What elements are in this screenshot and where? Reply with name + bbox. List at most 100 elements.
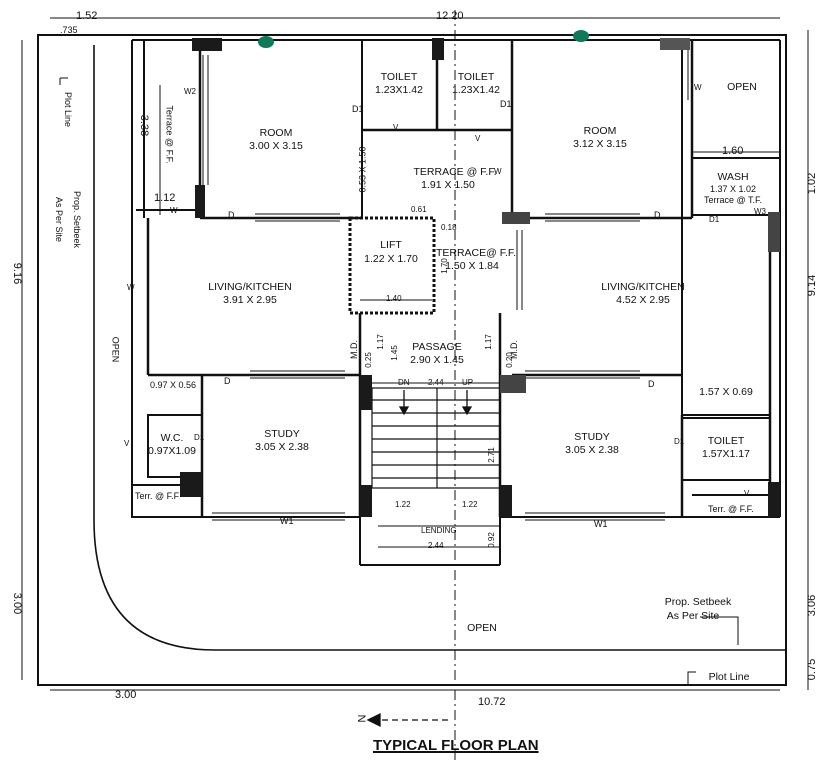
dim-right-top: 1.02 <box>806 172 819 195</box>
dim-p-025: 0.25 <box>363 352 373 368</box>
lift-shaft <box>348 216 436 315</box>
door-d1-toilet-right: D1 <box>674 437 685 446</box>
terrace-left-label: Terrace @ F.F. <box>164 105 175 164</box>
stair-up-label: UP <box>462 378 474 387</box>
window-w-terrace-mid: W <box>494 167 502 176</box>
wash-name: WASH <box>717 171 749 183</box>
open-bottom-label: OPEN <box>467 622 497 634</box>
terr-bottom-right-label: Terr. @ F.F. <box>708 504 754 514</box>
wc-name: W.C. <box>160 432 184 444</box>
dim-right-075: 0.75 <box>806 658 819 681</box>
door-d-study-left: D <box>224 376 231 386</box>
dim-top-left: 1.52 <box>76 10 98 22</box>
north-label: N <box>356 714 369 723</box>
setback-curve <box>93 45 786 651</box>
window-w3-wash: W3 <box>754 207 766 216</box>
dim-lift-140: 1.40 <box>386 294 402 303</box>
window-w-living-left: W <box>127 283 135 292</box>
dim-lift-018: 0.18 <box>441 223 457 232</box>
terr-bottom-left-label: Terr. @ F.F <box>135 491 180 501</box>
wash-size: 1.37 X 1.02 <box>709 184 757 194</box>
dim-bottom-left: 3.00 <box>115 689 137 701</box>
room-left-size: 3.00 X 3.15 <box>249 140 303 152</box>
toilet-a-size: 1.23X1.42 <box>375 84 423 96</box>
room-right-name: ROOM <box>583 125 617 137</box>
plot-line-bottom-label: Plot Line <box>708 671 750 683</box>
living-left-name: LIVING/KITCHEN <box>208 281 292 293</box>
terrace-mid-name: TERRACE @ F.F. <box>413 166 497 178</box>
window-w2-room-left: W2 <box>184 87 196 96</box>
md-left-label: M.D. <box>349 340 359 359</box>
study-right-name: STUDY <box>574 431 610 443</box>
toilet-b-size: 1.23X1.42 <box>452 84 500 96</box>
dim-bottom-total: 10.72 <box>478 696 506 708</box>
terrace-mid-size: 1.91 X 1.50 <box>421 179 475 191</box>
room-right-size: 3.12 X 3.15 <box>573 138 627 150</box>
staircase <box>371 387 501 489</box>
door-d-room-right: D <box>654 210 661 220</box>
dim-top-735: .735 <box>60 25 78 35</box>
toilet-b-name: TOILET <box>457 71 495 83</box>
living-right-name: LIVING/KITCHEN <box>601 281 685 293</box>
lift-size: 1.22 X 1.70 <box>364 253 418 265</box>
building-outline <box>131 39 781 518</box>
open-top-right-label: OPEN <box>727 81 757 93</box>
wash-sub: Terrace @ T.F. <box>704 195 762 205</box>
setback-left-line2: As Per Site <box>54 196 65 243</box>
open-left-label: OPEN <box>110 336 121 363</box>
dim-stair-092: 0.92 <box>486 532 496 548</box>
area-097-056: 0.97 X 0.56 <box>150 380 197 390</box>
window-w1-right: W1 <box>594 519 608 529</box>
lending-label: LENDING <box>421 526 457 535</box>
terrace-lift-size: 1.50 X 1.84 <box>445 260 499 272</box>
md-right-label: M.D. <box>509 340 519 359</box>
dim-terrace-112: 1.12 <box>154 192 176 204</box>
columns <box>180 38 780 517</box>
terrace-lift-name: TERRACE@ F.F. <box>435 247 517 259</box>
room-left-name: ROOM <box>259 127 293 139</box>
area-157-069: 1.57 X 0.69 <box>699 386 753 398</box>
dim-wash-160: 1.60 <box>722 145 744 157</box>
plant-icons <box>258 30 589 48</box>
dim-stair-244-top: 2.44 <box>428 378 444 387</box>
door-d-room-left: D <box>228 210 235 220</box>
vent-v-left: V <box>393 123 399 132</box>
window-w-room-right: W <box>694 83 702 92</box>
dim-top-total: 12.20 <box>436 10 464 22</box>
study-left-size: 3.05 X 2.38 <box>255 441 309 453</box>
dim-stair-244-bot: 2.44 <box>428 541 444 550</box>
dim-terrace-338: 3.38 <box>138 114 151 137</box>
stair-treads <box>372 388 500 488</box>
dim-lift-061: 0.61 <box>411 205 427 214</box>
dim-stair-122a: 1.22 <box>395 500 411 509</box>
toilet-a-name: TOILET <box>380 71 418 83</box>
dim-stair-271: 2.71 <box>486 447 496 463</box>
dim-right-total: 9.14 <box>806 274 819 297</box>
toilet-right-size: 1.57X1.17 <box>702 448 750 460</box>
passage-size: 2.90 X 1.45 <box>410 354 464 366</box>
setback-right-line1: Prop. Setbeek <box>664 596 732 608</box>
dim-p-117b: 1.17 <box>483 334 493 350</box>
vent-v-toilet-right: V <box>744 489 750 498</box>
dim-left-total: 9.16 <box>11 262 24 285</box>
stair-dn-label: DN <box>398 378 410 387</box>
passage-name: PASSAGE <box>412 341 462 353</box>
door-d-study-right: D <box>648 379 655 389</box>
dim-p-145: 1.45 <box>389 345 399 361</box>
setback-right-line2: As Per Site <box>666 610 720 622</box>
vent-v-wc: V <box>124 439 130 448</box>
living-right-size: 4.52 X 2.95 <box>616 294 670 306</box>
dim-stair-122b: 1.22 <box>462 500 478 509</box>
page-title: TYPICAL FLOOR PLAN <box>373 737 539 754</box>
dim-053-150: 0.53 X 1.50 <box>357 146 368 193</box>
plot-boundary <box>37 34 787 686</box>
dim-left-bottom: 3.00 <box>11 592 24 615</box>
door-d1-wc: D1 <box>194 433 205 442</box>
window-w1-left: W1 <box>280 516 294 526</box>
plot-line-left-label: Plot Line <box>63 91 74 128</box>
dim-p-117a: 1.17 <box>375 334 385 350</box>
wc-size: 0.97X1.09 <box>148 445 196 457</box>
north-arrow <box>366 712 450 728</box>
window-w-terrace: W <box>170 206 178 215</box>
